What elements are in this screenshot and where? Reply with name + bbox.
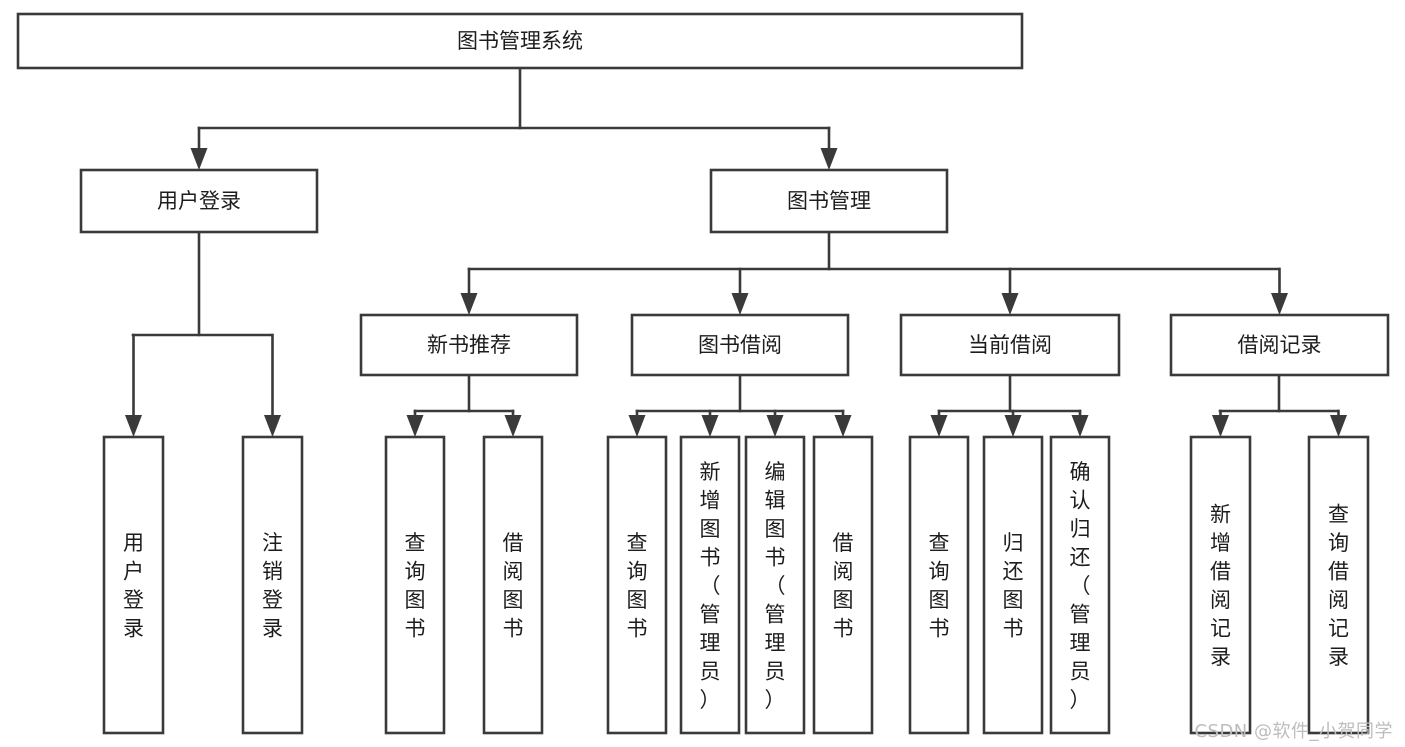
- arrow-head-icon-leaf-current-query: [930, 415, 948, 437]
- node-user-login[interactable]: 用户登录: [79, 168, 319, 234]
- node-box-new-book-rec: [359, 313, 579, 377]
- node-box-leaf-rec-borrow: [482, 435, 544, 735]
- node-label-leaf-borrow-edit: 编辑图书（管理员）: [765, 460, 786, 712]
- arrow-head-icon-leaf-borrow-query: [628, 415, 646, 437]
- arrow-head-icon-leaf-borrow-lend: [834, 415, 852, 437]
- node-label-new-book-rec: 新书推荐: [427, 333, 511, 357]
- arrow-head-icon-book-manage: [820, 148, 838, 170]
- node-label-leaf-user-login: 用户登录: [123, 531, 144, 641]
- arrow-head-icon-new-book-rec: [460, 293, 478, 315]
- node-box-leaf-borrow-add: [679, 435, 741, 735]
- node-box-user-login: [79, 168, 319, 234]
- node-book-borrow[interactable]: 图书借阅: [630, 313, 850, 377]
- node-box-leaf-rec-query: [384, 435, 446, 735]
- node-label-user-login: 用户登录: [157, 189, 241, 213]
- node-leaf-borrow-edit[interactable]: 编辑图书（管理员）: [744, 435, 806, 735]
- node-box-leaf-current-return: [982, 435, 1044, 735]
- node-label-leaf-rec-query: 查询图书: [405, 531, 426, 641]
- arrow-head-icon-leaf-record-query: [1330, 415, 1347, 437]
- connector-layer: [125, 66, 1347, 437]
- node-root[interactable]: 图书管理系统: [16, 12, 1024, 70]
- node-leaf-borrow-add[interactable]: 新增图书（管理员）: [679, 435, 741, 735]
- node-box-leaf-borrow-edit: [744, 435, 806, 735]
- node-label-root: 图书管理系统: [457, 29, 583, 53]
- arrow-head-icon-leaf-borrow-add: [701, 415, 719, 437]
- node-label-book-manage: 图书管理: [787, 189, 871, 213]
- node-leaf-borrow-query[interactable]: 查询图书: [606, 435, 668, 735]
- arrow-head-icon-leaf-user-logout: [264, 415, 281, 437]
- node-box-leaf-record-query: [1307, 435, 1370, 735]
- arrow-head-icon-leaf-borrow-edit: [766, 415, 784, 437]
- arrow-head-icon-leaf-user-login: [125, 415, 142, 437]
- arrow-head-icon-borrow-record: [1271, 293, 1288, 315]
- node-leaf-user-login[interactable]: 用户登录: [102, 435, 165, 735]
- node-borrow-record[interactable]: 借阅记录: [1169, 313, 1390, 377]
- node-leaf-user-logout[interactable]: 注销登录: [241, 435, 304, 735]
- node-leaf-current-query[interactable]: 查询图书: [908, 435, 970, 735]
- node-label-leaf-current-confirm: 确认归还（管理员）: [1070, 460, 1091, 712]
- node-label-leaf-borrow-lend: 借阅图书: [833, 531, 854, 641]
- arrow-head-icon-leaf-current-return: [1004, 415, 1022, 437]
- node-box-borrow-record: [1169, 313, 1390, 377]
- arrow-head-icon-book-borrow: [731, 293, 749, 315]
- node-layer: 图书管理系统用户登录图书管理新书推荐图书借阅当前借阅借阅记录用户登录注销登录查询…: [16, 12, 1390, 735]
- node-box-leaf-user-logout: [241, 435, 304, 735]
- arrow-head-icon-leaf-record-add: [1212, 415, 1229, 437]
- node-box-current-borrow: [899, 313, 1121, 377]
- node-new-book-rec[interactable]: 新书推荐: [359, 313, 579, 377]
- node-leaf-current-return[interactable]: 归还图书: [982, 435, 1044, 735]
- node-label-borrow-record: 借阅记录: [1238, 333, 1322, 357]
- node-label-current-borrow: 当前借阅: [968, 333, 1052, 357]
- arrow-head-icon-user-login: [190, 148, 208, 170]
- node-leaf-record-add[interactable]: 新增借阅记录: [1189, 435, 1252, 735]
- node-box-leaf-current-confirm: [1049, 435, 1111, 735]
- node-box-leaf-record-add: [1189, 435, 1252, 735]
- arrow-head-icon-leaf-rec-borrow: [504, 415, 522, 437]
- node-label-leaf-borrow-add: 新增图书（管理员）: [700, 460, 721, 712]
- node-label-leaf-record-add: 新增借阅记录: [1210, 503, 1231, 670]
- node-label-leaf-rec-borrow: 借阅图书: [503, 531, 524, 641]
- node-box-leaf-current-query: [908, 435, 970, 735]
- node-box-book-borrow: [630, 313, 850, 377]
- node-label-leaf-borrow-query: 查询图书: [627, 531, 648, 641]
- arrow-head-icon-leaf-rec-query: [406, 415, 424, 437]
- node-label-leaf-user-logout: 注销登录: [262, 531, 283, 641]
- node-label-leaf-current-query: 查询图书: [929, 531, 950, 641]
- node-label-leaf-record-query: 查询借阅记录: [1328, 503, 1349, 670]
- arrow-head-icon-leaf-current-confirm: [1071, 415, 1089, 437]
- node-box-book-manage: [709, 168, 949, 234]
- node-leaf-borrow-lend[interactable]: 借阅图书: [812, 435, 874, 735]
- node-book-manage[interactable]: 图书管理: [709, 168, 949, 234]
- node-leaf-current-confirm[interactable]: 确认归还（管理员）: [1049, 435, 1111, 735]
- node-box-leaf-user-login: [102, 435, 165, 735]
- arrow-head-icon-current-borrow: [1001, 293, 1019, 315]
- watermark-text: CSDN @软件_小贺同学: [1194, 721, 1393, 742]
- node-current-borrow[interactable]: 当前借阅: [899, 313, 1121, 377]
- node-box-leaf-borrow-lend: [812, 435, 874, 735]
- node-leaf-rec-borrow[interactable]: 借阅图书: [482, 435, 544, 735]
- node-leaf-rec-query[interactable]: 查询图书: [384, 435, 446, 735]
- node-label-leaf-current-return: 归还图书: [1003, 531, 1024, 641]
- node-label-book-borrow: 图书借阅: [698, 333, 782, 357]
- node-box-root: [16, 12, 1024, 70]
- node-box-leaf-borrow-query: [606, 435, 668, 735]
- node-leaf-record-query[interactable]: 查询借阅记录: [1307, 435, 1370, 735]
